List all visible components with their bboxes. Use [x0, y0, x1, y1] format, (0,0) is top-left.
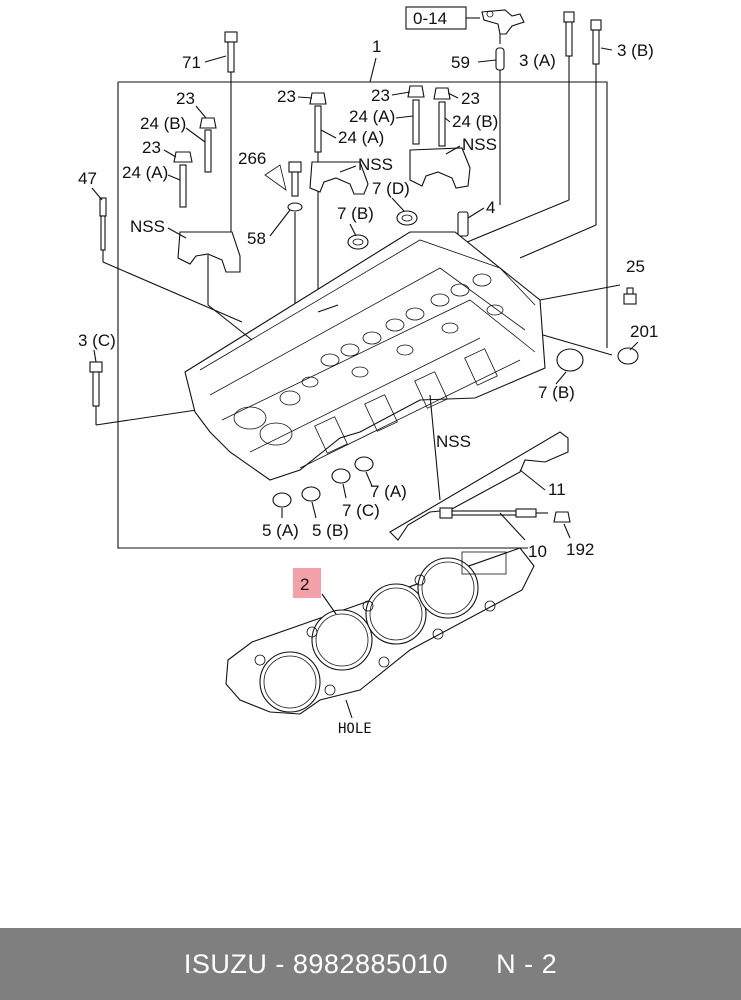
bolt-3a — [459, 11, 575, 246]
connector-plate-11 — [389, 431, 569, 541]
callout-nss-4: NSS — [436, 432, 471, 451]
assembly-frame — [117, 81, 608, 549]
callout-7b-2: 7 (B) — [538, 383, 575, 402]
callout-1: 1 — [372, 37, 381, 56]
callout-11: 11 — [548, 480, 566, 499]
footer-bar: ISUZU - 8982885010 N - 2 — [0, 928, 741, 1000]
callout-7b-1: 7 (B) — [337, 204, 374, 223]
bolt-25 — [623, 287, 637, 305]
callout-5b: 5 (B) — [312, 521, 349, 540]
callout-24a-3: 24 (A) — [349, 107, 395, 126]
callout-59: 59 — [451, 53, 470, 72]
pin-59 — [495, 47, 505, 71]
glow-plug-47 — [99, 197, 243, 323]
seal-5a — [272, 492, 292, 508]
callout-58: 58 — [247, 229, 266, 248]
bolt-3b — [519, 19, 602, 259]
callout-23-4: 23 — [371, 86, 390, 105]
bolt-71 — [224, 31, 238, 232]
pin-4 — [457, 211, 469, 237]
callout-2: 2 — [300, 575, 309, 594]
callout-7d: 7 (D) — [372, 179, 410, 198]
callout-4: 4 — [486, 198, 495, 217]
seal-5b — [301, 486, 321, 502]
callout-3a: 3 (A) — [519, 51, 556, 70]
callout-3c: 3 (C) — [78, 331, 116, 350]
callout-24b-2: 24 (B) — [452, 112, 498, 131]
callout-266: 266 — [238, 149, 266, 168]
exploded-parts-diagram: 0-14 — [78, 6, 658, 737]
callout-23-5: 23 — [461, 89, 480, 108]
callout-25: 25 — [626, 257, 645, 276]
footer-text: ISUZU - 8982885010 N - 2 — [183, 948, 558, 979]
seal-7c — [331, 468, 351, 484]
callout-24a-2: 24 (A) — [338, 128, 384, 147]
callout-7c: 7 (C) — [342, 501, 380, 520]
callout-23-1: 23 — [176, 89, 195, 108]
cam-sensor-part — [481, 9, 525, 44]
callout-23-2: 23 — [142, 138, 161, 157]
callout-nss-2: NSS — [358, 155, 393, 174]
stud-nut-left — [173, 117, 217, 208]
bearing-cap-right — [409, 147, 471, 189]
ref-box-label: 0-14 — [413, 9, 447, 28]
callout-47: 47 — [78, 169, 97, 188]
callout-71: 71 — [182, 53, 201, 72]
callout-10: 10 — [528, 542, 547, 561]
seal-7d — [396, 210, 418, 226]
bearing-cap-center — [309, 161, 369, 195]
callout-5a: 5 (A) — [262, 521, 299, 540]
callout-7a: 7 (A) — [370, 482, 407, 501]
callout-201: 201 — [630, 322, 658, 341]
callout-23-3: 23 — [277, 87, 296, 106]
bolt-3c — [89, 361, 211, 426]
seal-7a — [354, 456, 374, 472]
callout-nss-1: NSS — [130, 217, 165, 236]
stud-nut-center — [309, 85, 451, 312]
bearing-cap-left — [177, 231, 241, 273]
nut-192 — [553, 511, 571, 523]
callout-2-highlight — [293, 568, 321, 598]
callout-24b-1: 24 (B) — [140, 114, 186, 133]
callout-nss-3: NSS — [462, 135, 497, 154]
cylinder-head — [184, 231, 546, 481]
plug-201 — [617, 347, 639, 365]
hole-label: HOLE — [338, 721, 372, 737]
callout-3b: 3 (B) — [617, 41, 654, 60]
head-gasket — [225, 547, 535, 719]
seal-7b-right — [556, 348, 584, 372]
sensor-10 — [439, 507, 548, 541]
callout-24a-1: 24 (A) — [122, 163, 168, 182]
callout-192: 192 — [566, 540, 594, 559]
seal-7b-top — [347, 234, 369, 250]
